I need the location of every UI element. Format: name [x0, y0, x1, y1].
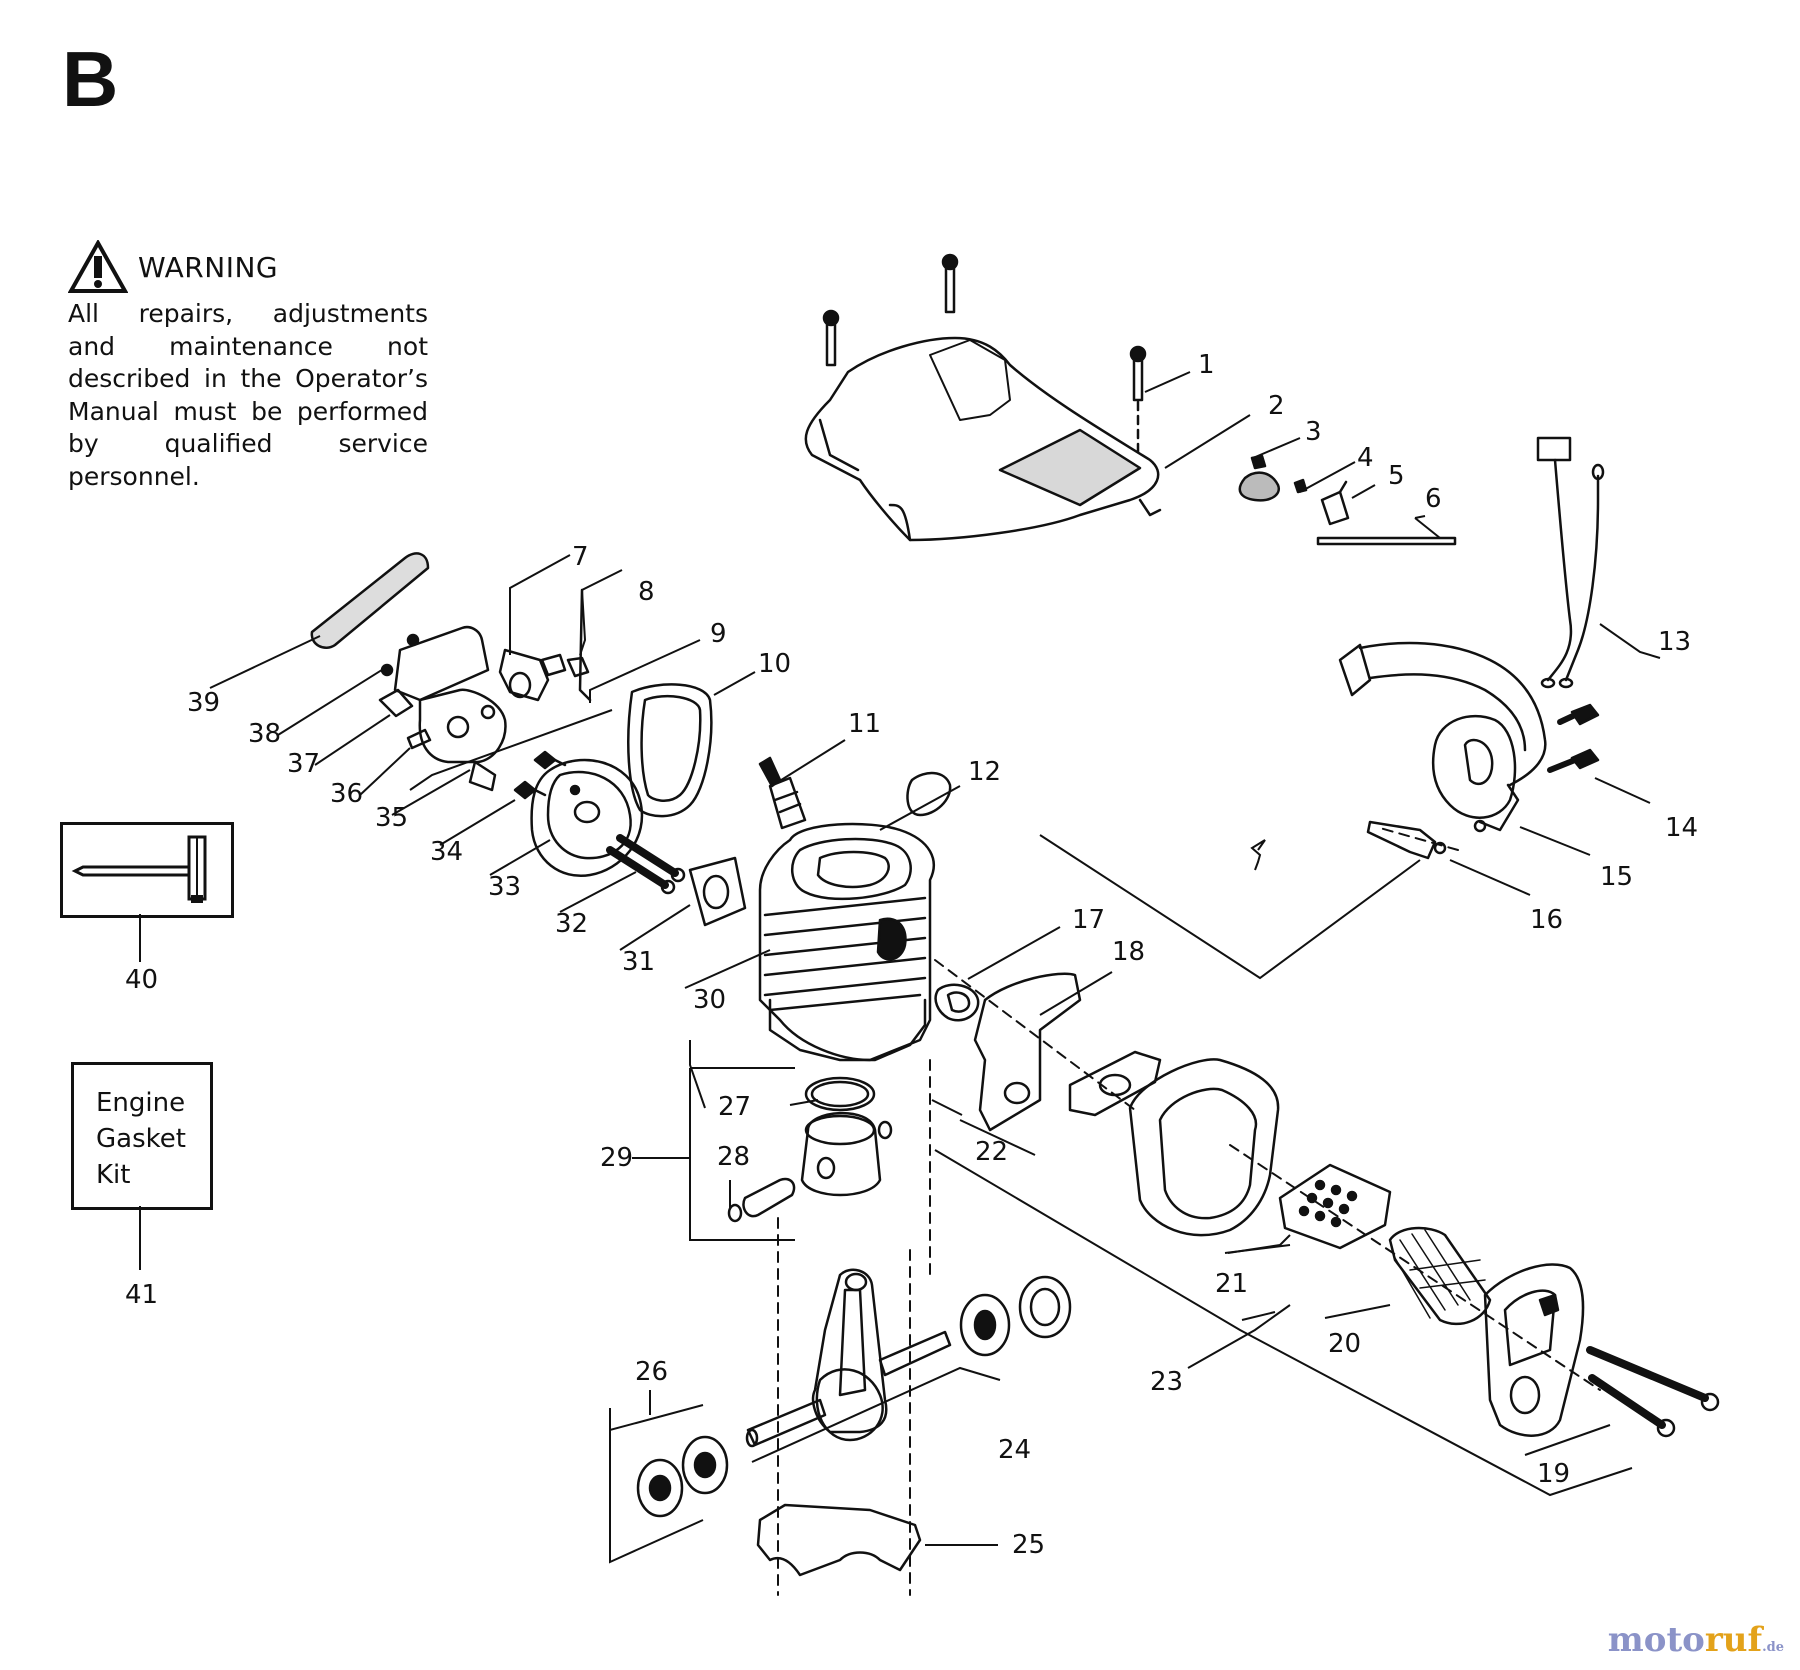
part-label-30: 30: [693, 985, 726, 1015]
bearings: [636, 1275, 1072, 1518]
part-label-39: 39: [187, 688, 220, 718]
part-label-1: 1: [1198, 350, 1215, 380]
part-label-11: 11: [848, 709, 881, 739]
exhaust-gaskets: [934, 972, 1162, 1132]
carburetor-assembly: [310, 552, 592, 800]
cylinder-bolts: [606, 834, 686, 895]
top-cover: [804, 336, 1162, 542]
cylinder: [758, 822, 935, 1062]
part-label-23: 23: [1150, 1367, 1183, 1397]
muffler: [1128, 1058, 1720, 1438]
part-label-34: 34: [430, 837, 463, 867]
part-label-4: 4: [1357, 443, 1374, 473]
watermark-logo: motoruf.de: [1607, 1620, 1784, 1660]
part-label-18: 18: [1112, 937, 1145, 967]
part-label-17: 17: [1072, 905, 1105, 935]
part-label-29: 29: [600, 1143, 633, 1173]
part-label-37: 37: [287, 749, 320, 779]
part-label-40: 40: [125, 965, 158, 995]
engine-gasket-kit-label: Engine Gasket Kit: [96, 1088, 186, 1190]
part-label-16: 16: [1530, 905, 1563, 935]
part-label-20: 20: [1328, 1329, 1361, 1359]
intake-flange: [530, 758, 644, 878]
part-label-8: 8: [638, 577, 655, 607]
part-label-7: 7: [572, 542, 589, 572]
section-letter: B: [62, 35, 119, 123]
part-label-6: 6: [1425, 484, 1442, 514]
part-label-24: 24: [998, 1435, 1031, 1465]
part-labels: 1 2 3 4 5 6 7 8 9 10 11 12 13 14 15 16 1…: [125, 350, 1698, 1560]
intake-boot: [627, 683, 713, 818]
part-label-25: 25: [1012, 1530, 1045, 1560]
part-label-26: 26: [635, 1357, 668, 1387]
part-label-9: 9: [710, 619, 727, 649]
part-label-36: 36: [330, 779, 363, 809]
warning-header: WARNING: [68, 240, 428, 294]
tool-icon: [71, 835, 207, 903]
decompression-valve: [906, 771, 952, 817]
part-label-13: 13: [1658, 627, 1691, 657]
part-label-21: 21: [1215, 1269, 1248, 1299]
tool-box: [60, 822, 234, 918]
part-label-35: 35: [375, 803, 408, 833]
part-label-38: 38: [248, 719, 281, 749]
warning-title: WARNING: [138, 250, 279, 284]
cylinder-gasket: [688, 856, 747, 927]
part-label-28: 28: [717, 1142, 750, 1172]
part-label-31: 31: [622, 947, 655, 977]
part-label-3: 3: [1305, 417, 1322, 447]
part-label-15: 15: [1600, 862, 1633, 892]
warning-block: WARNING All repairs, adjustments and mai…: [68, 240, 428, 493]
part-label-10: 10: [758, 649, 791, 679]
engine-gasket-kit-box: Engine Gasket Kit: [71, 1062, 213, 1210]
part-label-22: 22: [975, 1137, 1008, 1167]
crankshaft: [745, 1268, 952, 1448]
warning-triangle-icon: [68, 240, 128, 293]
part-label-32: 32: [555, 909, 588, 939]
part-label-41: 41: [125, 1280, 158, 1310]
part-label-33: 33: [488, 872, 521, 902]
ignition-wire: [1536, 436, 1605, 689]
part-label-5: 5: [1388, 461, 1405, 491]
ignition-module: [1338, 641, 1600, 860]
small-parts-3-5: [1238, 454, 1457, 546]
part-label-14: 14: [1665, 813, 1698, 843]
cover-screws: [822, 253, 1147, 457]
part-label-2: 2: [1268, 391, 1285, 421]
crankcase-bottom: [756, 1503, 922, 1577]
part-label-12: 12: [968, 757, 1001, 787]
part-label-27: 27: [718, 1092, 751, 1122]
piston-assembly: [727, 1076, 893, 1223]
part-label-19: 19: [1537, 1459, 1570, 1489]
warning-text: All repairs, adjustments and maintenance…: [68, 299, 428, 491]
